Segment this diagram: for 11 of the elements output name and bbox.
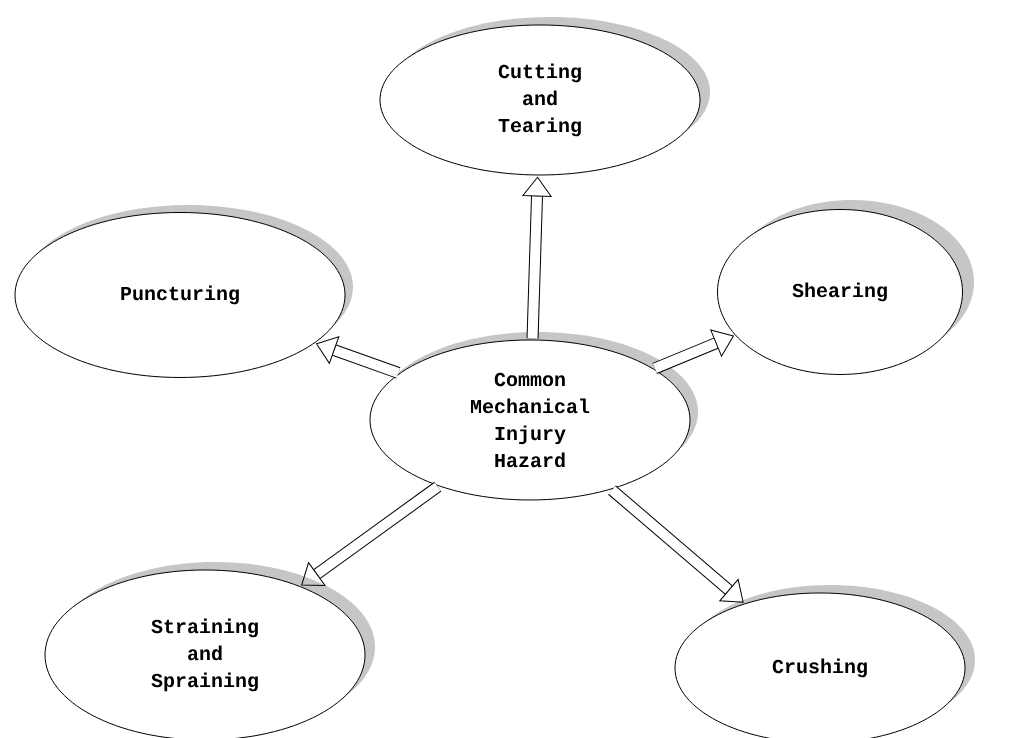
block-arrow bbox=[301, 481, 442, 587]
block-arrow bbox=[522, 176, 552, 339]
block-arrow bbox=[316, 336, 401, 379]
ellipse-node: Shearing bbox=[717, 200, 974, 375]
ellipse-node: Puncturing bbox=[14, 205, 353, 378]
ellipse-node: Crushing bbox=[674, 585, 975, 738]
ellipse-node: Cutting and Tearing bbox=[379, 17, 710, 176]
block-arrow bbox=[652, 329, 734, 374]
ellipse-node: Straining and Spraining bbox=[44, 562, 375, 738]
ellipse-node: Common Mechanical Injury Hazard bbox=[369, 332, 698, 501]
block-arrow bbox=[608, 485, 744, 603]
